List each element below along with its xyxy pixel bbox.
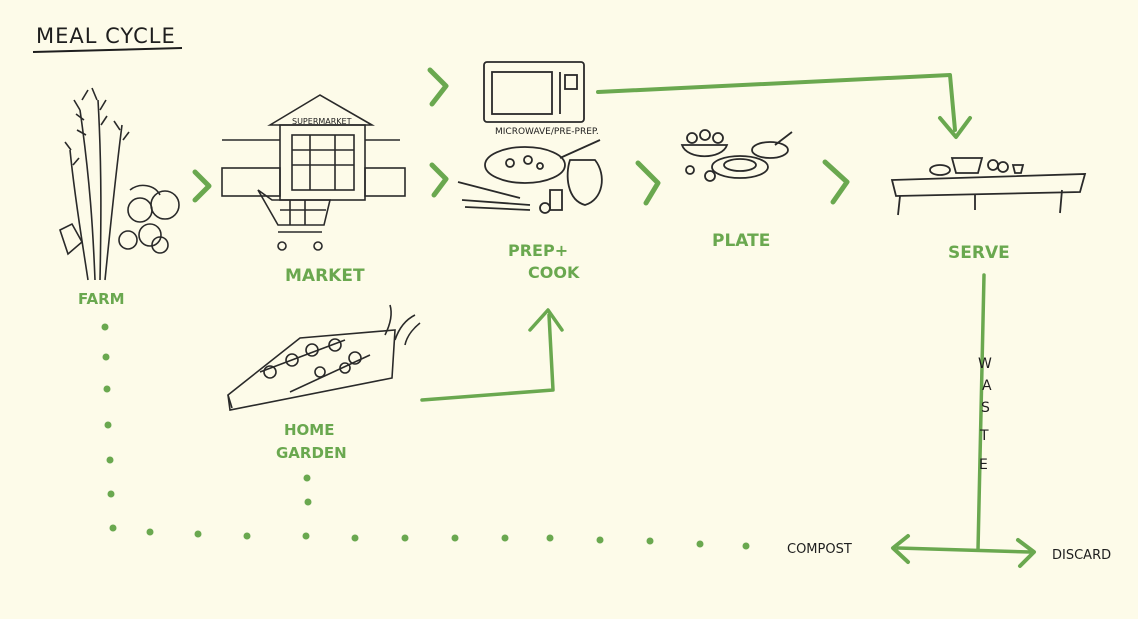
arrow-to-discard-head	[1016, 538, 1036, 568]
discard-label: DISCARD	[1052, 548, 1111, 563]
plate-label: PLATE	[712, 231, 770, 251]
arrow-microwave-to-serve-head	[938, 116, 972, 139]
arrow-microwave-to-serve	[596, 73, 957, 132]
arrow-garden-to-prep	[420, 313, 555, 402]
prep-cook-label-line1: PREP+	[508, 241, 568, 260]
supermarket-sketch-icon	[221, 94, 406, 201]
plates-icon	[680, 129, 793, 182]
arrow-garden-to-prep-head	[528, 308, 564, 332]
market-label: MARKET	[285, 266, 365, 286]
waste-label: W A S T E	[978, 356, 992, 473]
garden-bed-icon	[227, 304, 421, 411]
shopping-cart-icon	[257, 189, 332, 251]
serve-label: SERVE	[948, 243, 1010, 263]
wheat-sketch-icon	[59, 87, 180, 281]
home-garden-label-line1: HOME	[284, 421, 334, 439]
waste-letter: T	[979, 428, 989, 444]
arrow-market-to-microwave	[427, 67, 449, 107]
waste-letter: S	[981, 400, 990, 416]
prep-cook-label-line2: COOK	[528, 263, 580, 282]
frying-pan-icon	[457, 139, 603, 214]
microwave-label: MICROWAVE/PRE-PREP.	[495, 127, 599, 137]
waste-letter: E	[979, 457, 988, 473]
compost-dotted-path	[101, 323, 750, 550]
home-garden-label-line2: GARDEN	[276, 444, 347, 462]
title-underline	[32, 47, 183, 53]
microwave-icon	[483, 61, 585, 123]
arrow-plate-to-serve	[822, 159, 850, 205]
waste-split-line	[896, 546, 1032, 554]
compost-label: COMPOST	[787, 542, 852, 557]
arrow-farm-to-market	[192, 169, 212, 203]
waste-letter: W	[978, 356, 992, 372]
supermarket-sign: SUPERMARKET	[292, 117, 352, 126]
waste-letter: A	[982, 378, 992, 394]
arrow-market-to-pan	[429, 162, 449, 198]
arrow-prep-to-plate	[635, 160, 661, 206]
serving-table-icon	[890, 157, 1087, 216]
farm-label: FARM	[78, 290, 125, 308]
waste-line	[976, 273, 986, 552]
diagram-title: MEAL CYCLE	[36, 24, 176, 48]
arrow-to-compost-head	[891, 534, 910, 564]
